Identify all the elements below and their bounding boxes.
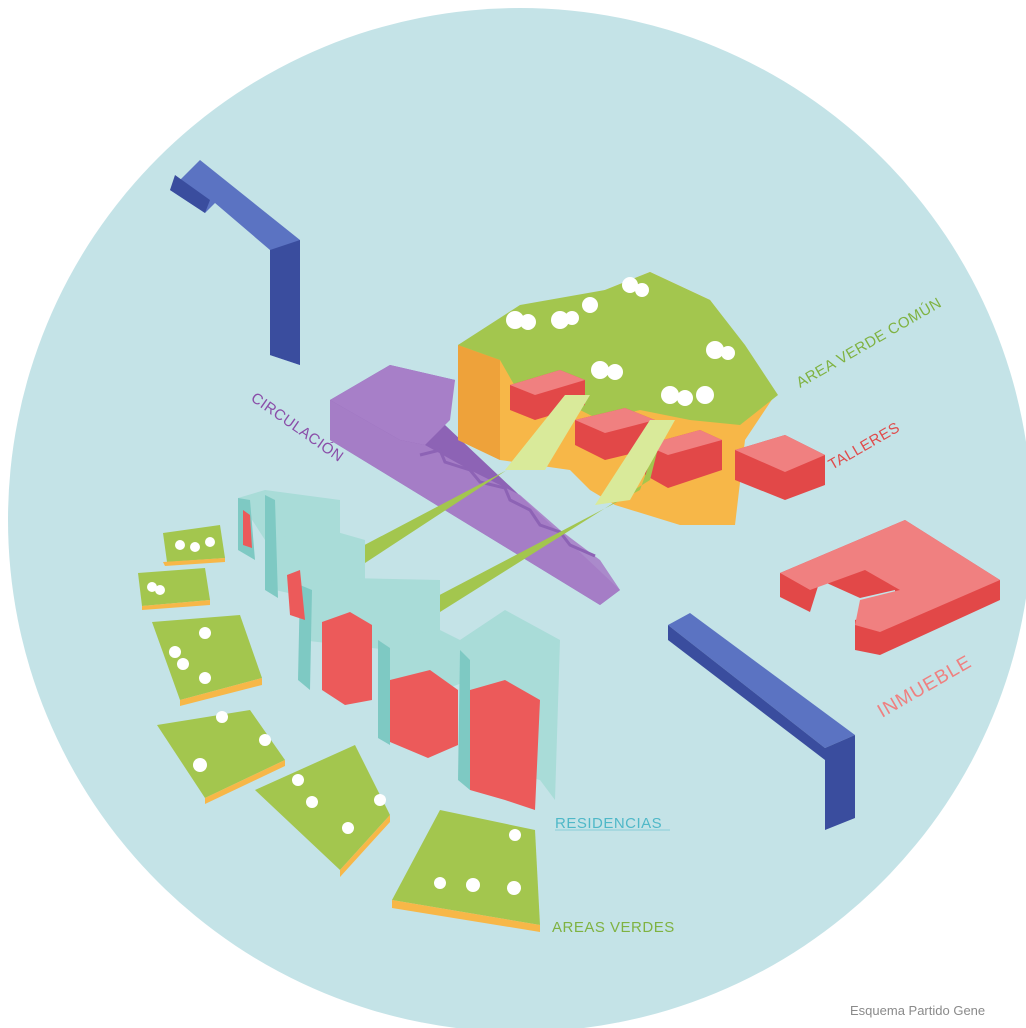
trees-plots <box>147 537 521 895</box>
trees-common-area <box>506 277 735 406</box>
inmueble-volume <box>780 520 1000 655</box>
caption: Esquema Partido Gene <box>850 1003 986 1018</box>
label-residencias: RESIDENCIAS <box>555 815 662 832</box>
residencias-volumes <box>238 490 560 810</box>
label-areas-verdes: AREAS VERDES <box>552 919 675 936</box>
exit-arrow-north-west <box>170 160 300 365</box>
areas-verdes-plots <box>138 525 540 932</box>
exit-arrow-south-east <box>668 613 855 830</box>
connector-arrows <box>355 395 675 612</box>
